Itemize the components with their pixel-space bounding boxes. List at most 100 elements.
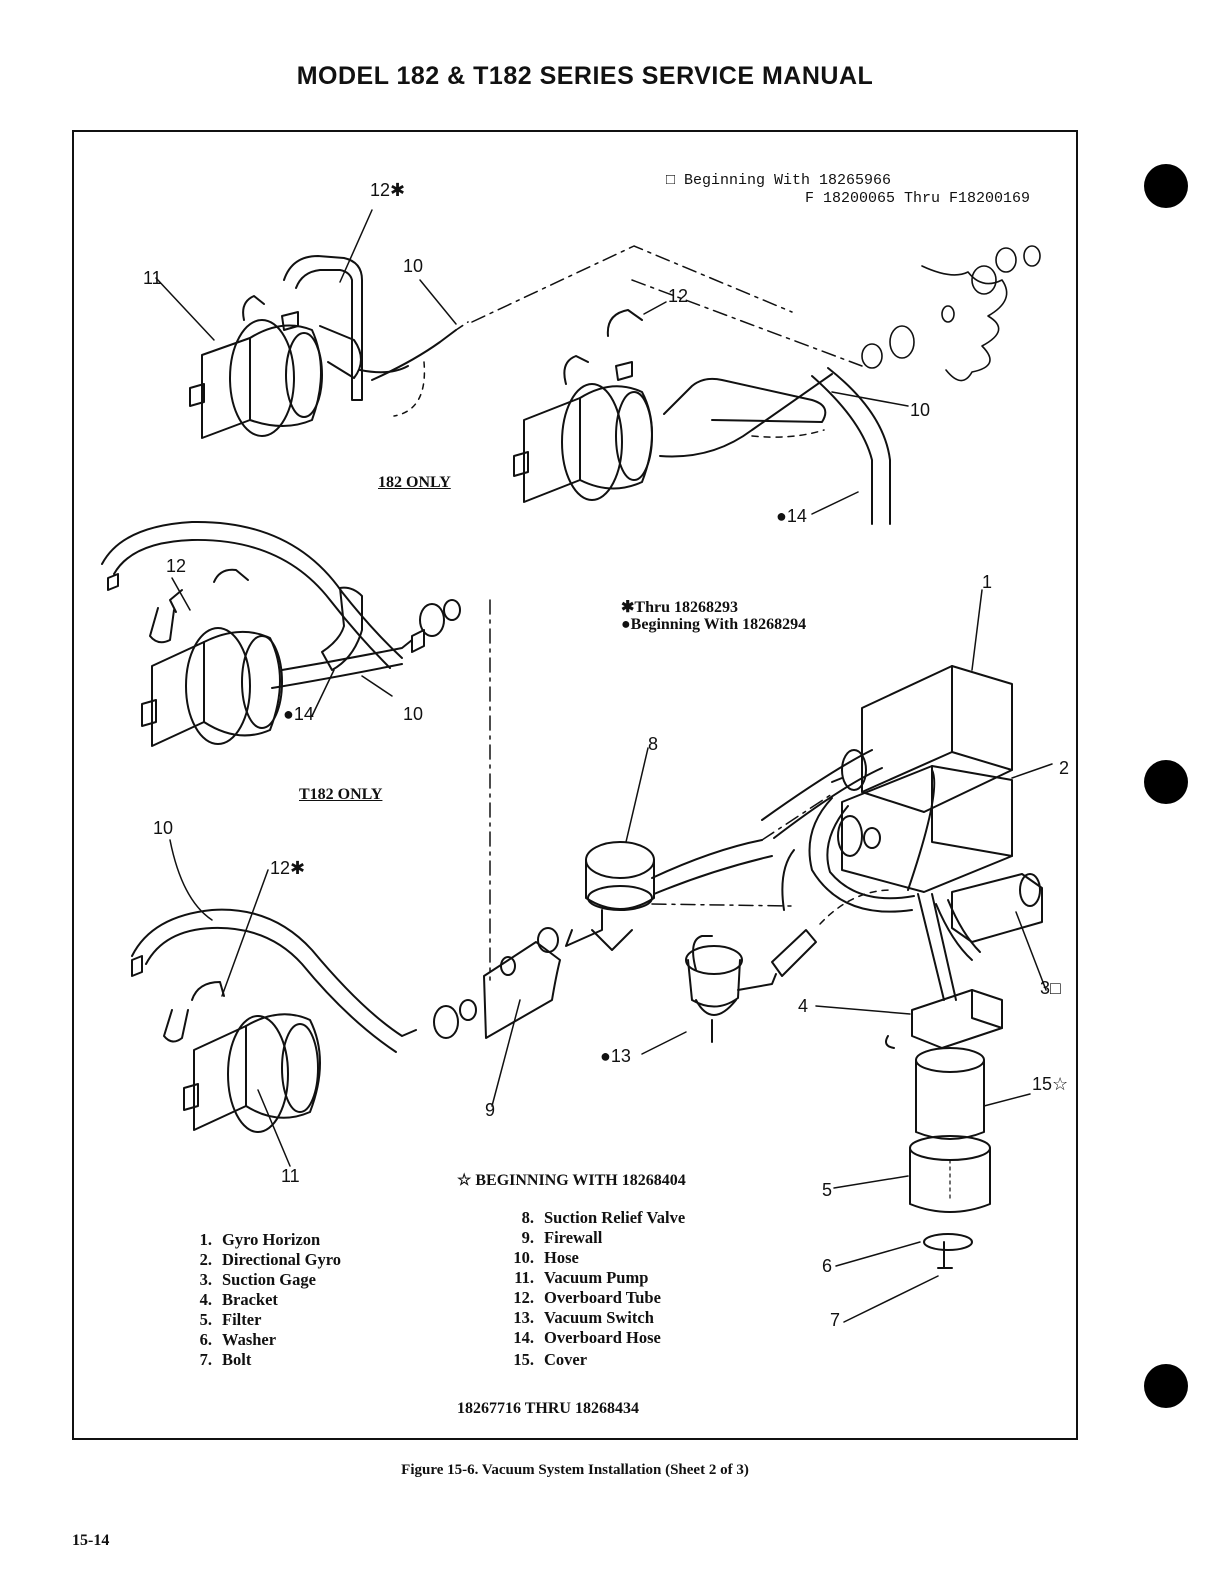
legend-number: 10. [513,1248,534,1267]
filter [909,1135,991,1213]
legend-label: Suction Relief Valve [544,1208,686,1227]
legend-number: 3. [199,1270,212,1289]
legend-label: Vacuum Switch [544,1308,654,1327]
vacuum-pump-t182-middle [141,627,283,747]
legend-number: 14. [513,1328,534,1347]
hose-10-top-left [371,329,457,381]
legend-number: 4. [199,1290,212,1309]
hose-10-lower [131,908,417,1037]
callout-5: 5 [822,1180,833,1200]
callout-10-lower: 10 [153,818,174,838]
legend-label: Bolt [222,1350,252,1369]
callout-10-top: 10 [403,256,424,276]
vacuum-pump-top-left [189,255,409,439]
legend-label: Hose [544,1248,579,1267]
serial-range-note: 18267716 THRU 18268434 [457,1400,639,1417]
callout-2: 2 [1059,758,1070,778]
section-label-t182-only: T182 ONLY [299,786,383,803]
callout-8: 8 [648,734,659,754]
legend-label: Suction Gage [222,1270,316,1289]
callout-15: 15☆ [1032,1074,1069,1094]
callout-6: 6 [822,1256,833,1276]
callout-10-t182: 10 [403,704,424,724]
page-title: MODEL 182 & T182 SERIES SERVICE MANUAL [296,62,874,90]
callout-13: ●13 [600,1046,631,1066]
vacuum-pump-top-right [513,309,653,503]
legend-item: 5. Filter [180,1310,262,1330]
suction-relief-valve [537,841,655,953]
legend-label: Overboard Hose [544,1328,661,1347]
note-star-serial: ✱Thru 18268293 [621,599,738,616]
legend-item: 8. Suction Relief Valve [502,1208,686,1228]
legend-number: 9. [521,1228,534,1247]
legend-item: 3. Suction Gage [180,1270,316,1290]
legend-label: Firewall [544,1228,603,1247]
legend-item: 13. Vacuum Switch [502,1308,654,1328]
callout-11-top: 11 [143,268,162,288]
bolt [937,1241,953,1269]
revision-bullet [1144,164,1188,208]
callout-12-mid: 12 [668,286,689,306]
callout-10-mid-right: 10 [910,400,931,420]
vacuum-system-diagram [101,209,1053,1323]
legend-number: 2. [199,1250,212,1269]
legend-number: 1. [199,1230,212,1249]
legend-item: 14. Overboard Hose [502,1328,661,1348]
legend-label: Filter [222,1310,262,1329]
firewall-top-right [861,245,1041,382]
overboard-hose-14-top [811,375,873,525]
callout-7: 7 [830,1310,841,1330]
fittings-lower [433,999,477,1039]
legend-item: 7. Bolt [180,1350,252,1370]
legend-item: 4. Bracket [180,1290,278,1310]
legend-item: 1. Gyro Horizon [180,1230,321,1250]
suction-gage [935,873,1043,961]
legend-label: Directional Gyro [222,1250,341,1269]
note-open-star-serial: ☆ BEGINNING WITH 18268404 [457,1172,686,1189]
hose-14-t182 [101,520,403,659]
leader-lines [155,209,1053,1323]
callout-4: 4 [798,996,809,1016]
firewall-plate [483,941,561,1039]
bracket [885,989,1003,1049]
overboard-tube-12-top-right [663,377,827,423]
note-box-serial: □ Beginning With 18265966 [666,172,892,189]
figure-frame [72,130,1078,1440]
legend-label: Overboard Tube [544,1288,661,1307]
page-number: 15-14 [72,1532,110,1549]
callout-11-lower: 11 [281,1166,300,1186]
legend-item: 11. Vacuum Pump [502,1268,648,1288]
section-label-182-only: 182 ONLY [378,474,451,491]
revision-bullet [1144,760,1188,804]
legend-label: Bracket [222,1290,278,1309]
legend-number: 8. [521,1208,534,1227]
legend-number: 5. [199,1310,212,1329]
figure-caption: Figure 15-6. Vacuum System Installation … [401,1462,749,1478]
callout-12-star-top: 12✱ [370,180,406,200]
note-dot-serial: ●Beginning With 18268294 [621,616,807,633]
hose-10-t182 [281,639,413,671]
note-box-serial-range: F 18200065 Thru F18200169 [805,190,1031,207]
legend-label: Vacuum Pump [544,1268,649,1287]
callout-9: 9 [485,1100,496,1120]
legend-number: 7. [199,1350,212,1369]
legend-number: 15. [513,1350,534,1369]
legend-number: 13. [513,1308,534,1327]
vacuum-switch [685,935,777,1043]
overboard-tube-12-lower [163,1009,189,1043]
legend-number: 11. [514,1268,534,1287]
legend-item: 2. Directional Gyro [180,1250,341,1270]
legend-label: Gyro Horizon [222,1230,321,1249]
callout-1: 1 [982,572,993,592]
revision-bullet [1144,1364,1188,1408]
legend-number: 6. [199,1330,212,1349]
legend-item: 6.Washer [180,1330,276,1350]
vacuum-pump-t182-lower [183,1013,321,1133]
cover [915,1047,985,1140]
callout-14-t182: ●14 [283,704,314,724]
legend-label: Cover [544,1350,588,1369]
legend-item: 12.Overboard Tube [502,1288,661,1308]
directional-gyro [837,765,1013,893]
callout-3: 3□ [1040,978,1061,998]
callout-14-top: ●14 [776,506,807,526]
